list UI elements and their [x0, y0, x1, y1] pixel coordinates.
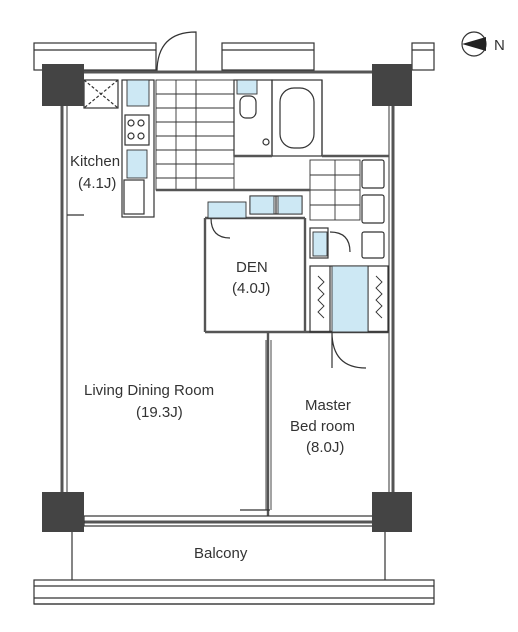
kitchen-size: (4.1J): [78, 175, 116, 192]
den-size: (4.0J): [232, 280, 270, 297]
master-size: (8.0J): [306, 439, 344, 456]
balcony-label: Balcony: [194, 545, 248, 562]
sliding-doors: [265, 340, 272, 510]
kitchen-label: Kitchen: [70, 153, 120, 170]
exterior-walls: [60, 70, 395, 524]
entry-door: [156, 31, 200, 73]
compass-icon: N: [461, 31, 505, 57]
bathroom: [271, 79, 323, 157]
master-label-line2: Bed room: [290, 418, 355, 435]
master-label-line1: Master: [305, 397, 351, 414]
fixtures: [126, 79, 369, 333]
top-window-frames: [33, 42, 435, 71]
compass-north-label: N: [494, 37, 505, 54]
master-door: [331, 331, 367, 369]
living-size: (19.3J): [136, 404, 183, 421]
living-label: Living Dining Room: [84, 382, 214, 399]
structural-columns: [42, 64, 412, 532]
den-label: DEN: [236, 259, 268, 276]
storage-grid: [155, 79, 361, 221]
